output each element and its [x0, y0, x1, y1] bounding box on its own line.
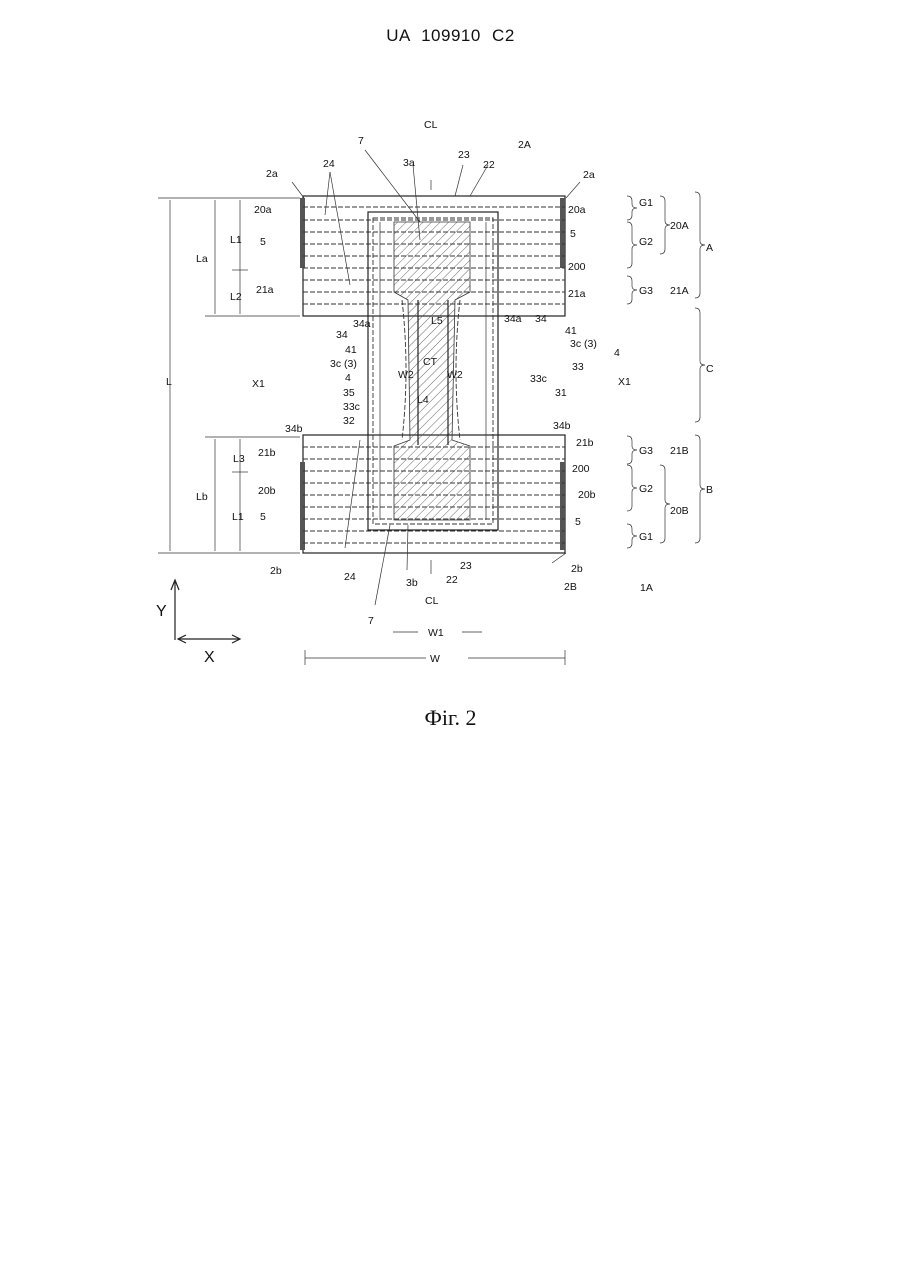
label-200-top: 200	[568, 261, 586, 273]
label-L1-bottom: L1	[232, 511, 244, 523]
label-23-top: 23	[458, 149, 470, 161]
label-2b-right: 2b	[571, 563, 583, 575]
label-C: C	[706, 363, 714, 375]
label-21B: 21B	[670, 445, 689, 457]
label-32: 32	[343, 415, 355, 427]
label-34b-left: 34b	[285, 423, 303, 435]
label-41-right: 41	[565, 325, 577, 337]
label-200-bottom: 200	[572, 463, 590, 475]
label-5-left-top: 5	[260, 236, 266, 248]
figure-caption: Фіг. 2	[0, 705, 901, 731]
label-B: B	[706, 484, 713, 496]
label-20a-right: 20a	[568, 204, 586, 216]
label-2B: 2B	[564, 581, 577, 593]
label-L2: L2	[230, 291, 242, 303]
label-1A: 1A	[640, 582, 653, 594]
label-24-top: 24	[323, 158, 335, 170]
label-20b-right: 20b	[578, 489, 596, 501]
label-W1: W1	[428, 627, 444, 639]
label-L5: L5	[431, 315, 443, 327]
label-21a-right: 21a	[568, 288, 586, 300]
label-axis-Y: Y	[156, 603, 167, 620]
label-X1-left: X1	[252, 378, 265, 390]
label-X1-right: X1	[618, 376, 631, 388]
label-2a-right: 2a	[583, 169, 595, 181]
label-34-right: 34	[535, 313, 547, 325]
label-L: L	[166, 376, 172, 388]
label-33: 33	[572, 361, 584, 373]
label-5-left-bottom: 5	[260, 511, 266, 523]
label-W: W	[430, 653, 440, 665]
label-33c-left: 33c	[343, 401, 360, 413]
label-G3-top: G3	[639, 285, 653, 297]
label-20A: 20A	[670, 220, 689, 232]
label-G2-top: G2	[639, 236, 653, 248]
label-34b-right: 34b	[553, 420, 571, 432]
label-7-top: 7	[358, 135, 364, 147]
label-21a-left: 21a	[256, 284, 274, 296]
patent-figure: CL 2A 23 22 7 3a 2a 2a 24 20a 20a 5 5 20…	[0, 0, 901, 700]
label-20a-left: 20a	[254, 204, 272, 216]
label-3c3-right: 3c (3)	[570, 338, 597, 350]
label-33c-right: 33c	[530, 373, 547, 385]
label-CT: CT	[423, 356, 438, 368]
label-22-bottom: 22	[446, 574, 458, 586]
label-20B: 20B	[670, 505, 689, 517]
label-L3: L3	[233, 453, 245, 465]
label-3b: 3b	[406, 577, 418, 589]
label-5-right-bottom: 5	[575, 516, 581, 528]
absorbent-body	[368, 212, 498, 530]
label-2b-left: 2b	[270, 565, 282, 577]
axes-indicator	[171, 580, 240, 643]
label-21A: 21A	[670, 285, 689, 297]
label-5-right-top: 5	[570, 228, 576, 240]
left-dimensions	[158, 198, 300, 553]
label-23-bottom: 23	[460, 560, 472, 572]
label-34a-right: 34a	[504, 313, 522, 325]
label-axis-X: X	[204, 649, 215, 666]
label-35: 35	[343, 387, 355, 399]
label-41-left: 41	[345, 344, 357, 356]
label-7-bottom: 7	[368, 615, 374, 627]
label-20b-left: 20b	[258, 485, 276, 497]
label-cl-bottom: CL	[425, 595, 439, 607]
label-34-left: 34	[336, 329, 348, 341]
label-A: A	[706, 242, 713, 254]
label-21b-left: 21b	[258, 447, 276, 459]
label-4-right: 4	[614, 347, 620, 359]
label-3a: 3a	[403, 157, 415, 169]
label-W2-right: W2	[447, 369, 463, 381]
label-L1-top: L1	[230, 234, 242, 246]
label-La: La	[196, 253, 208, 265]
label-G1-bottom: G1	[639, 531, 653, 543]
label-Lb: Lb	[196, 491, 208, 503]
label-cl-top: CL	[424, 119, 438, 131]
label-22-top: 22	[483, 159, 495, 171]
label-W2-left: W2	[398, 369, 414, 381]
label-G3-bottom: G3	[639, 445, 653, 457]
label-31: 31	[555, 387, 567, 399]
label-34a-left: 34a	[353, 318, 371, 330]
label-4-left: 4	[345, 372, 351, 384]
label-L4: L4	[417, 394, 429, 406]
label-G2-bottom: G2	[639, 483, 653, 495]
label-2a-left: 2a	[266, 168, 278, 180]
label-2A: 2A	[518, 139, 531, 151]
label-21b-right: 21b	[576, 437, 594, 449]
label-G1-top: G1	[639, 197, 653, 209]
label-24-bottom: 24	[344, 571, 356, 583]
label-3c3-left: 3c (3)	[330, 358, 357, 370]
